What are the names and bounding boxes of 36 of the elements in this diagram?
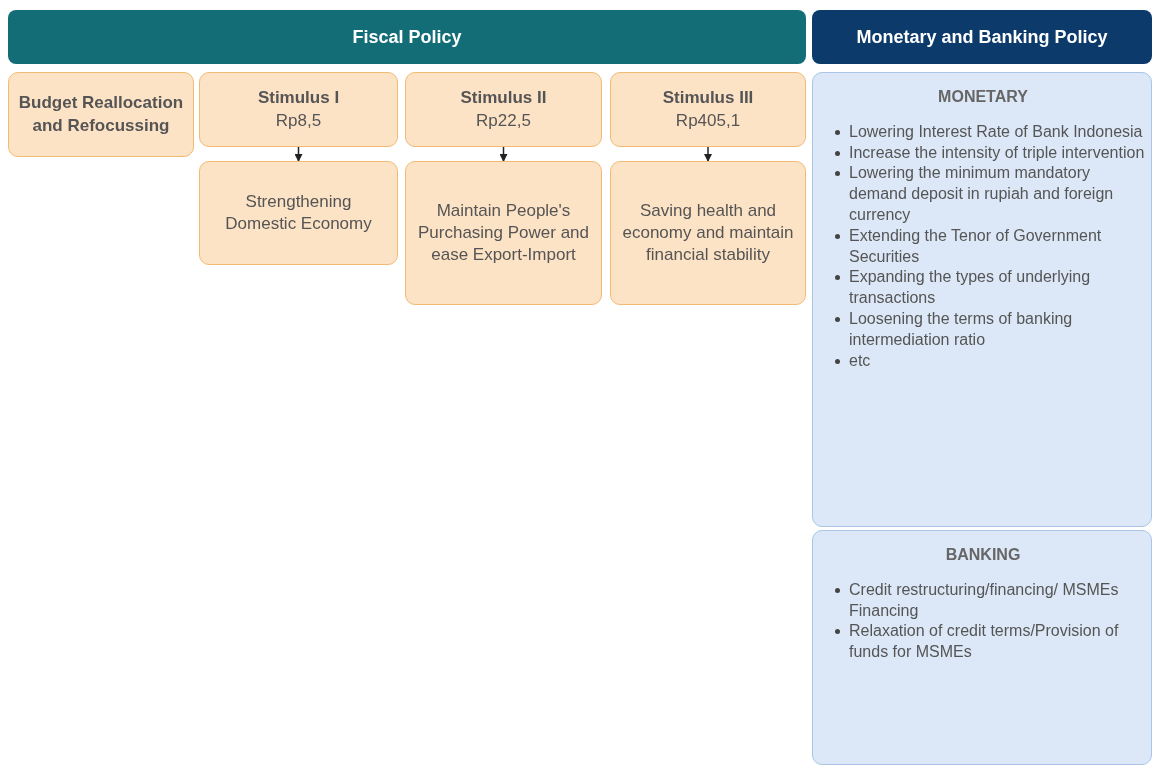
bullet-item: Relaxation of credit terms/Provision of funds for MSMEs [849,622,1119,661]
bullet-item: Extending the Tenor of Government Securities [849,226,1102,265]
bullet-item: Lowering the minimum mandatory demand deposit in rupiah and foreign currency [849,164,1114,223]
box-text: Saving health and economy and maintain financial stability [621,199,795,267]
stimulus-title: Stimulus I [257,87,340,110]
amount-text: Rp8,5 [275,109,322,132]
bullet-item: Lowering Interest Rate of Bank Indonesia [849,122,1143,140]
arrow [499,146,508,162]
goal-box [405,161,602,305]
panel-heading: BANKING [944,545,1022,565]
box-text: Budget Reallocation and Refocussing [17,92,185,137]
bullet-item: Expanding the types of underlying transactions [849,268,1091,307]
stimulus-title: Stimulus III [662,87,754,110]
box-text: Maintain People's Purchasing Power and ease Export-Import [416,199,590,267]
arrow [294,146,303,162]
goal-box [610,161,806,305]
policy-panel [812,530,1152,765]
stimulus-box [610,72,806,147]
amount-text: Rp22,5 [476,109,531,132]
policy-panel [812,72,1152,527]
bullet-item: Credit restructuring/financing/ MSMEs Financing [849,580,1119,619]
stimulus-box [199,72,398,147]
bullet-item: Increase the intensity of triple intervention [849,143,1145,161]
header-band [8,10,806,64]
policy-box [8,72,194,157]
arrow [704,146,712,162]
stimulus-box [405,72,602,147]
stimulus-title: Stimulus II [460,87,547,110]
bullet-item: etc [849,351,871,369]
amount-text: Rp405,1 [675,109,741,132]
goal-box [199,161,398,265]
header-title: Fiscal Policy [352,26,462,48]
box-text: Strengthening Domestic Economy [224,190,373,235]
header-band [812,10,1152,64]
header-title: Monetary and Banking Policy [856,26,1108,48]
panel-heading: MONETARY [937,87,1029,107]
